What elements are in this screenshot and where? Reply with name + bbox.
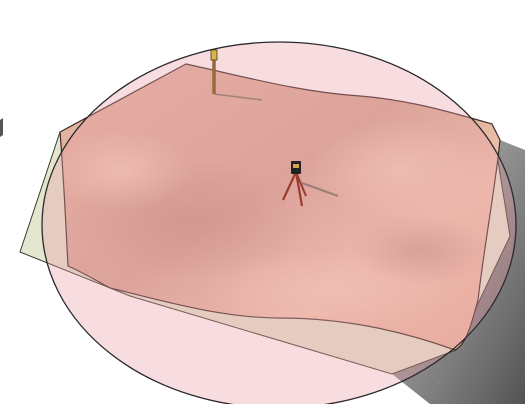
coverage-circle — [42, 42, 516, 404]
speck — [437, 381, 439, 383]
edge-mark — [0, 118, 3, 137]
